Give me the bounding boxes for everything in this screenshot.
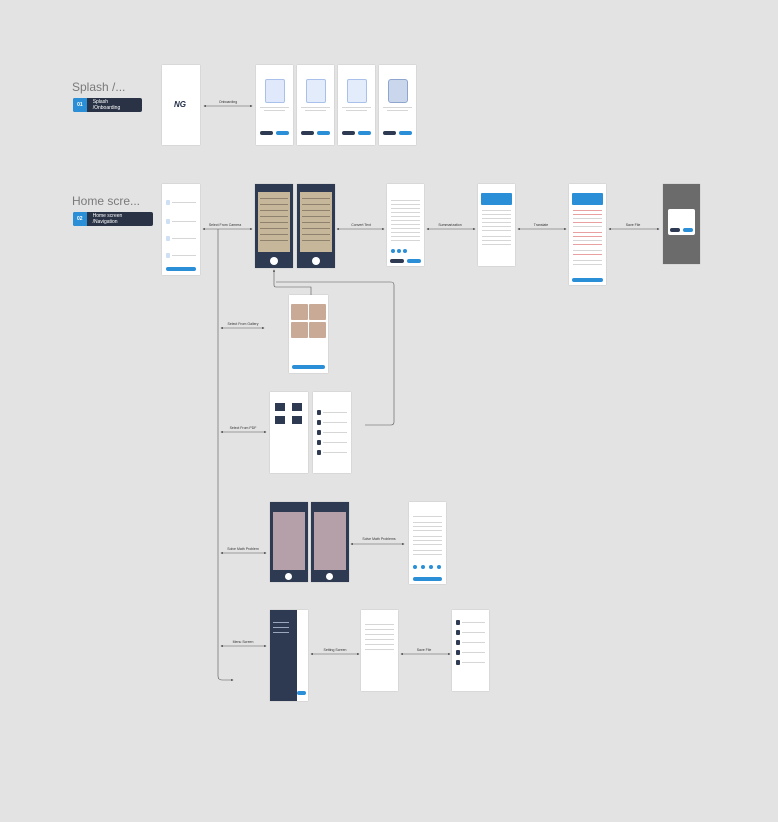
flow-label-solve-math-problem: Solve Math Problem <box>227 547 259 551</box>
flow-label-convert-text: Convert Text <box>351 223 371 227</box>
flow-label-menu-screen: Menu Screen <box>232 640 254 644</box>
splash-screen: NG <box>162 65 200 145</box>
shutter-button[interactable] <box>285 573 292 580</box>
dialog-cancel-button[interactable] <box>670 228 680 232</box>
home-screen <box>162 184 200 275</box>
dialog-save-button[interactable] <box>683 228 693 232</box>
section-title-home: Home scre... <box>72 194 141 208</box>
camera-screen-1 <box>255 184 293 268</box>
onboarding-screen-4 <box>379 65 416 145</box>
side-menu-panel <box>270 610 297 701</box>
flow-label-save-file: Save File <box>625 223 641 227</box>
next-button[interactable] <box>276 131 289 135</box>
flow-label-summarization: Summarization <box>438 223 462 227</box>
skip-button[interactable] <box>383 131 396 135</box>
pdf-grid-screen <box>270 392 308 473</box>
next-button[interactable] <box>358 131 371 135</box>
onboarding-screen-3 <box>338 65 375 145</box>
flow-label-solve-math-problems: Solve Math Problems <box>362 537 396 541</box>
save-file-screen <box>663 184 700 264</box>
save-file-dialog <box>668 209 695 235</box>
converted-text-screen <box>387 184 424 266</box>
pdf-list-screen <box>313 392 351 473</box>
section-badge-home: 02 Home screen /Navigation <box>73 212 153 226</box>
translate-action-button[interactable] <box>572 278 603 282</box>
onboarding-screen-1 <box>256 65 293 145</box>
gallery-select-button[interactable] <box>292 365 325 369</box>
menu-action-button[interactable] <box>297 691 306 695</box>
translate-header-bar <box>572 193 603 205</box>
document-illustration-icon <box>265 79 285 103</box>
section-number: 01 <box>73 98 87 112</box>
translate-screen <box>569 184 606 285</box>
flow-label-save-file-2: Save File <box>416 648 432 652</box>
camera-screen-2 <box>297 184 335 268</box>
settings-screen <box>361 610 398 691</box>
section-badge-label: Splash /Onboarding <box>92 99 121 111</box>
section-number: 02 <box>73 212 87 226</box>
menu-screen <box>270 610 308 701</box>
math-camera-screen-2 <box>311 502 349 582</box>
math-solution-screen <box>409 502 446 584</box>
flow-label-select-from-camera: Select From Camera <box>208 223 242 227</box>
math-action-button[interactable] <box>413 577 442 581</box>
next-button[interactable] <box>399 131 412 135</box>
scan-illustration-icon <box>347 79 367 103</box>
next-button[interactable] <box>317 131 330 135</box>
summary-header-bar <box>481 193 512 205</box>
flow-label-select-from-pdf: Select From PDF <box>229 426 257 430</box>
gallery-screen <box>289 295 328 373</box>
home-action-button[interactable] <box>166 267 196 271</box>
section-badge-splash: 01 Splash /Onboarding <box>73 98 142 112</box>
skip-button[interactable] <box>260 131 273 135</box>
summary-screen <box>478 184 515 266</box>
skip-button[interactable] <box>342 131 355 135</box>
primary-button[interactable] <box>407 259 421 263</box>
onboarding-screen-2 <box>297 65 334 145</box>
flow-label-setting-screen: Setting Screen <box>323 648 347 652</box>
checklist-illustration-icon <box>306 79 326 103</box>
shutter-button[interactable] <box>270 257 278 265</box>
shutter-button[interactable] <box>326 573 333 580</box>
app-logo: NG <box>174 100 186 109</box>
section-badge-label: Home screen /Navigation <box>92 213 123 225</box>
section-title-splash: Splash /... <box>72 80 126 94</box>
shutter-button[interactable] <box>312 257 320 265</box>
secondary-button[interactable] <box>390 259 404 263</box>
flow-label-select-from-gallery: Select From Gallery <box>227 322 259 326</box>
skip-button[interactable] <box>301 131 314 135</box>
flow-label-translate: Translate <box>533 223 549 227</box>
math-camera-screen-1 <box>270 502 308 582</box>
flow-label-onboarding: Onboarding <box>218 100 238 104</box>
saved-files-screen <box>452 610 489 691</box>
calculator-illustration-icon <box>388 79 408 103</box>
